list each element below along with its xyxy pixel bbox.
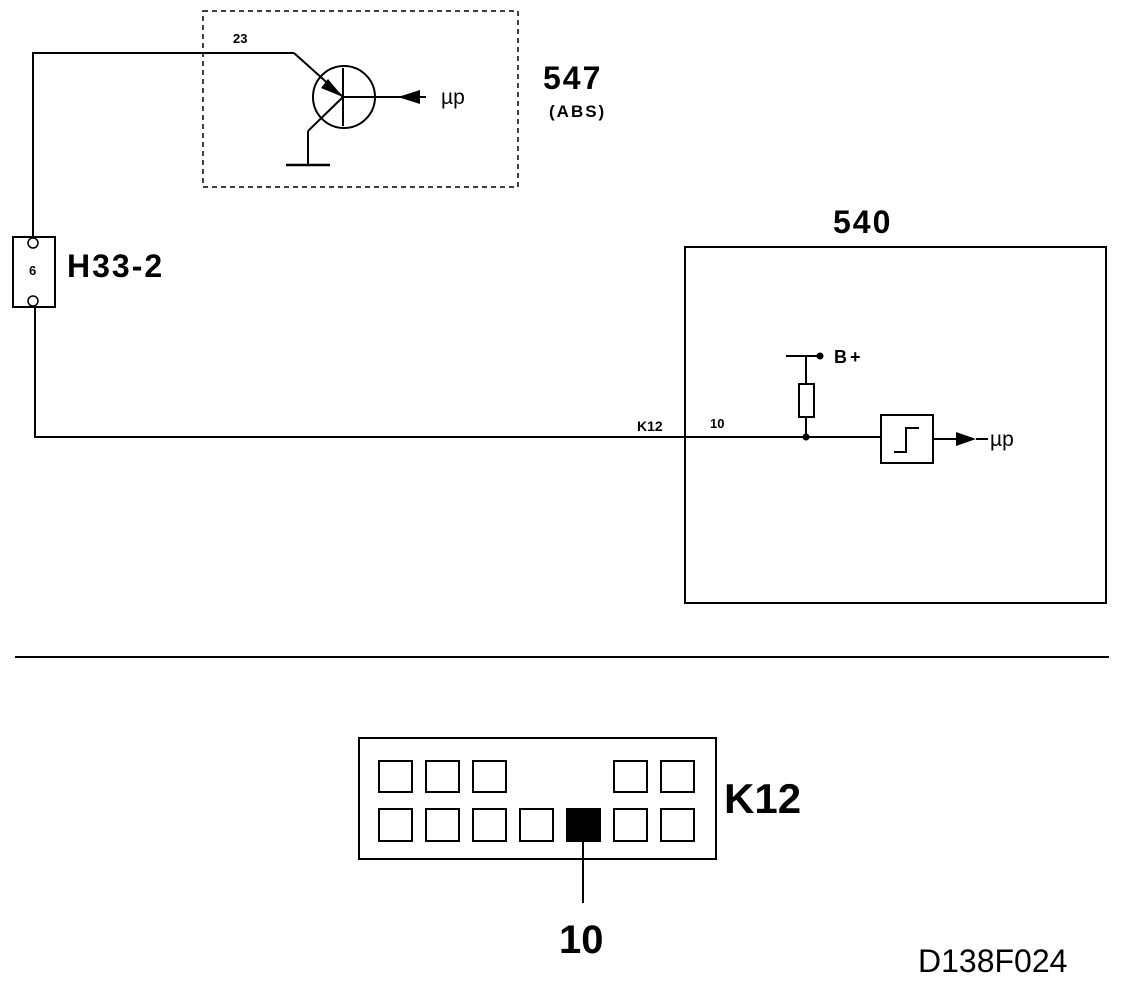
k12-cavity [425, 808, 460, 842]
abs-module-box [202, 10, 519, 188]
k12-bottom-row [378, 808, 695, 842]
supply-label: B+ [834, 347, 864, 367]
abs-pin-23-label: 23 [233, 31, 247, 46]
h33-2-label: H33-2 [67, 248, 164, 284]
pull-up-resistor [798, 383, 815, 418]
ecu-540-box [684, 246, 1107, 604]
ecu-pin-label: 10 [710, 416, 724, 431]
ecu-connector-label: K12 [637, 418, 663, 434]
abs-output-label: µp [441, 86, 465, 109]
pin-callout-label: 10 [559, 918, 604, 962]
k12-cavity [519, 808, 554, 842]
h33-2-pin-label: 6 [29, 263, 36, 278]
k12-cavity [660, 808, 695, 842]
k12-connector-face [358, 737, 717, 860]
ecu-output-arrow [956, 432, 976, 446]
abs-module-sub: (ABS) [549, 102, 606, 121]
k12-connector-label: K12 [724, 775, 801, 822]
k12-cavity [378, 808, 413, 842]
k12-cavity [378, 760, 413, 793]
abs-module-id: 547 [543, 60, 602, 96]
k12-cavity [472, 808, 507, 842]
ecu-id: 540 [833, 204, 892, 240]
k12-cavity-highlighted [566, 808, 601, 842]
k12-cavity [472, 760, 507, 793]
k12-cavity [613, 808, 648, 842]
ecu-output-label: µp [990, 428, 1014, 451]
figure-code: D138F024 [918, 943, 1067, 979]
abs-output-arrow [398, 90, 420, 104]
k12-cavity [425, 760, 460, 793]
k12-cavity [660, 760, 695, 793]
k12-top-row [378, 760, 695, 793]
k12-cavity [613, 760, 648, 793]
